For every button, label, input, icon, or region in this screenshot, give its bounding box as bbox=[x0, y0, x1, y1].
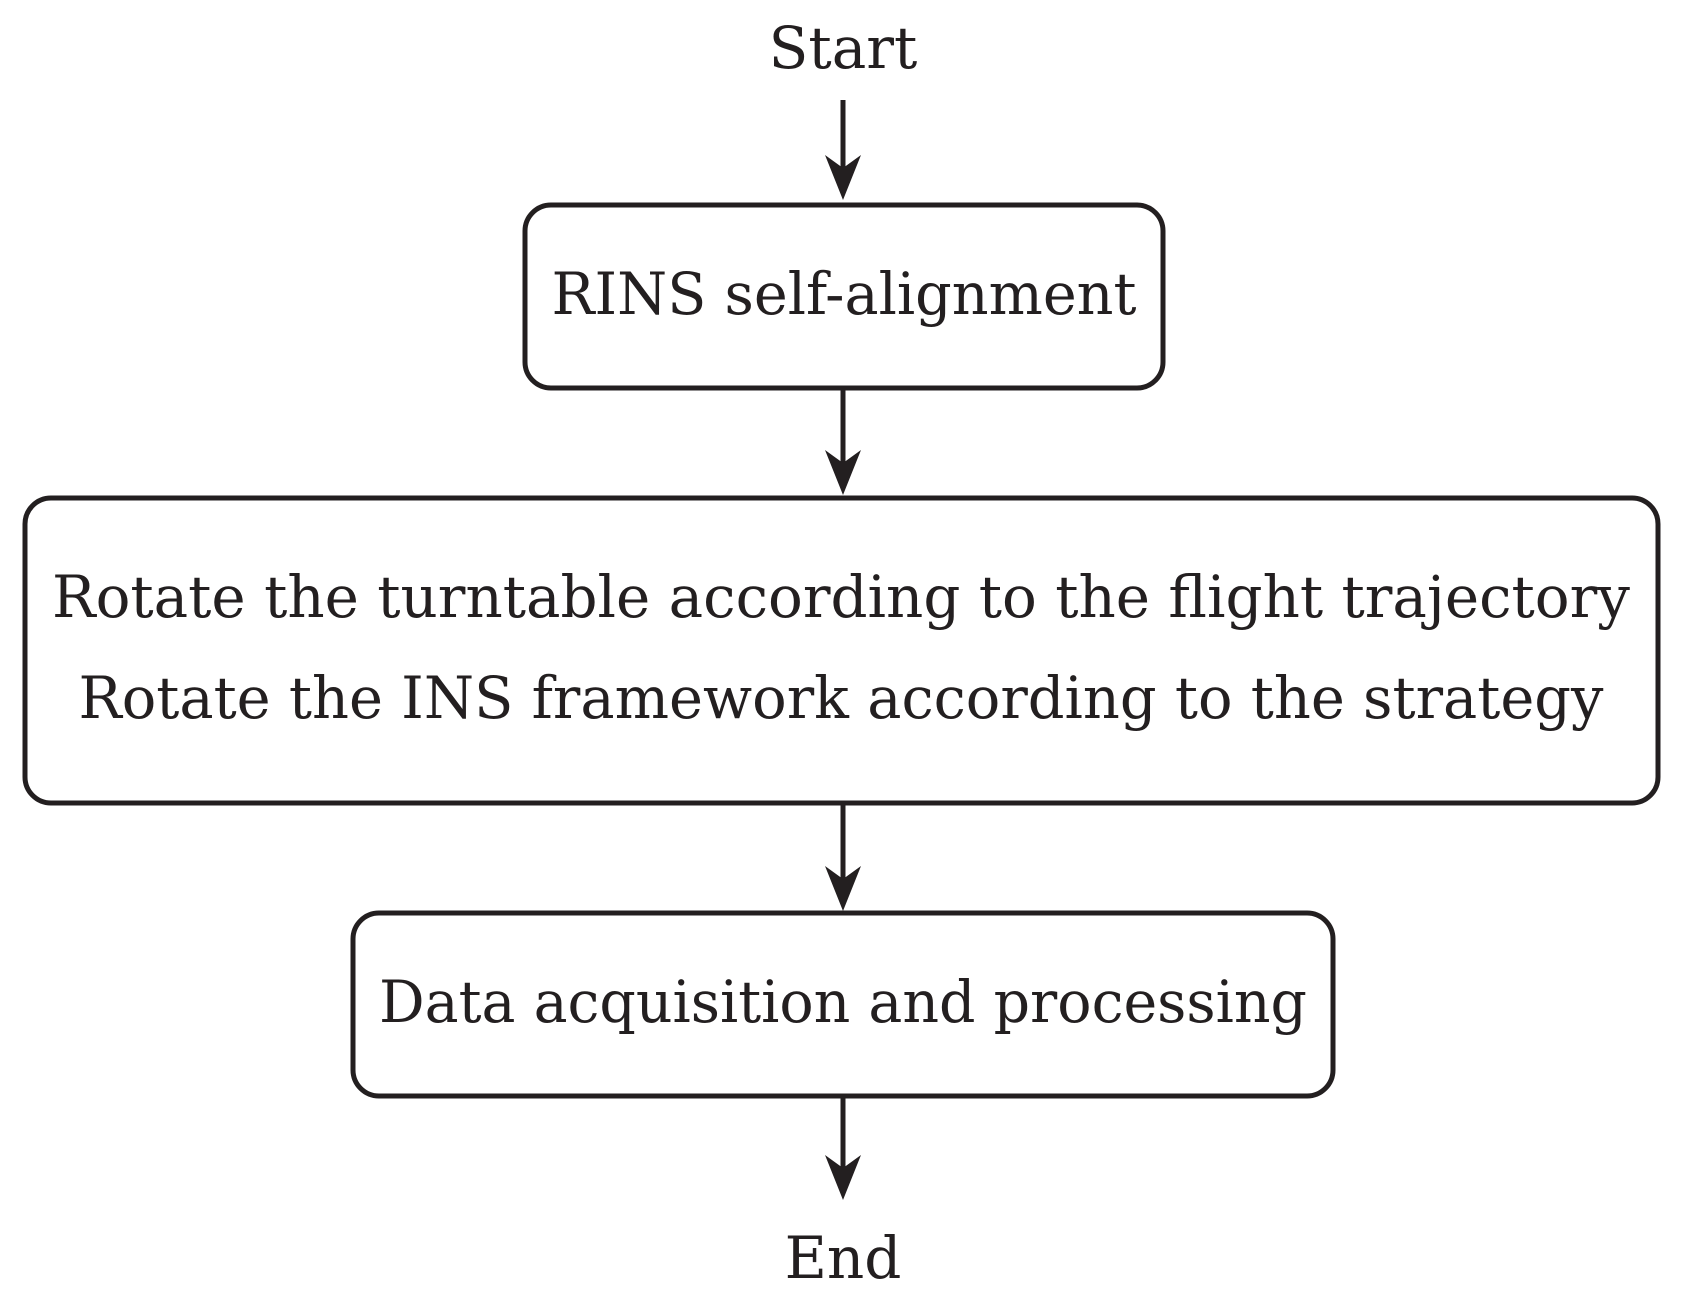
step-box-data-acquisition: Data acquisition and processing bbox=[350, 910, 1336, 1099]
arrow-start-to-step1 bbox=[825, 100, 861, 200]
arrow-step2-to-step3 bbox=[825, 805, 861, 911]
step-2-line-1: Rotate the turntable according to the fl… bbox=[52, 563, 1630, 631]
step-3-text: Data acquisition and processing bbox=[379, 968, 1307, 1036]
step-box-rins-self-alignment: RINS self-alignment bbox=[522, 202, 1166, 391]
arrow-step1-to-step2 bbox=[825, 390, 861, 495]
end-label: End bbox=[785, 1224, 902, 1292]
step-box-rotate: Rotate the turntable according to the fl… bbox=[22, 495, 1661, 806]
arrow-step3-to-end bbox=[825, 1098, 861, 1200]
step-1-text: RINS self-alignment bbox=[552, 260, 1137, 328]
start-label: Start bbox=[769, 14, 918, 82]
step-2-line-2: Rotate the INS framework according to th… bbox=[79, 664, 1604, 732]
